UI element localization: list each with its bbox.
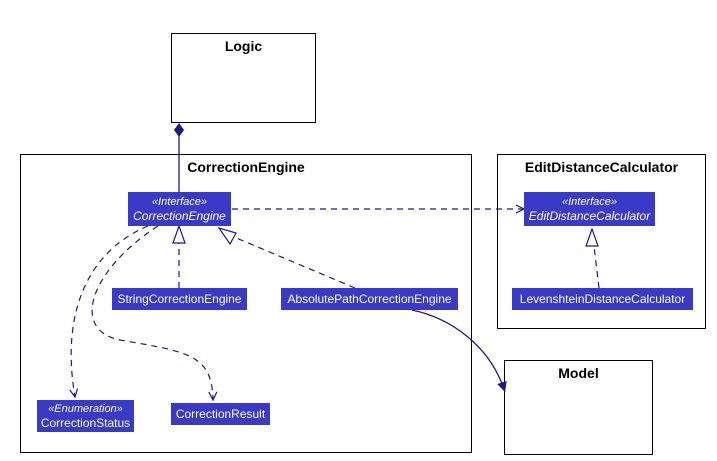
composition-diamond-icon <box>174 123 184 137</box>
realization-triangle-icon <box>585 227 599 247</box>
class-name: LevenshteinDistanceCalculator <box>519 292 686 306</box>
dependency-to-correction-status <box>71 225 149 397</box>
class-name: AbsolutePathCorrectionEngine <box>287 292 452 306</box>
stereotype-label: «Interface» <box>151 195 208 208</box>
stereotype-label: «Enumeration» <box>48 402 123 415</box>
package-correction-engine-title: CorrectionEngine <box>187 159 305 175</box>
class-string-correction-engine: StringCorrectionEngine <box>112 288 247 310</box>
package-model: Model <box>504 360 653 455</box>
realization-triangle-icon <box>172 224 186 244</box>
class-edit-distance-calculator-interface: «Interface» EditDistanceCalculator <box>524 192 655 226</box>
package-logic-title: Logic <box>224 38 263 54</box>
class-name: CorrectionStatus <box>40 415 131 430</box>
realization-levenshtein <box>593 245 600 289</box>
association-absolute-path-to-model <box>411 309 507 393</box>
package-logic: Logic <box>171 33 316 123</box>
class-correction-status: «Enumeration» CorrectionStatus <box>37 400 134 432</box>
class-name: StringCorrectionEngine <box>117 292 242 306</box>
realization-absolute-path-engine <box>233 236 356 289</box>
class-levenshtein-distance-calculator: LevenshteinDistanceCalculator <box>512 288 693 310</box>
stereotype-label: «Interface» <box>561 195 618 208</box>
class-name: EditDistanceCalculator <box>528 208 651 223</box>
dependency-to-correction-result <box>91 225 213 400</box>
class-correction-engine-interface: «Interface» CorrectionEngine <box>128 192 231 226</box>
class-correction-result: CorrectionResult <box>171 403 270 425</box>
package-edit-distance-calculator-title: EditDistanceCalculator <box>524 159 679 175</box>
package-model-title: Model <box>558 365 599 381</box>
class-name: CorrectionEngine <box>133 208 226 223</box>
class-name: CorrectionResult <box>175 407 266 421</box>
class-absolute-path-correction-engine: AbsolutePathCorrectionEngine <box>281 288 458 310</box>
realization-triangle-icon <box>217 226 237 246</box>
